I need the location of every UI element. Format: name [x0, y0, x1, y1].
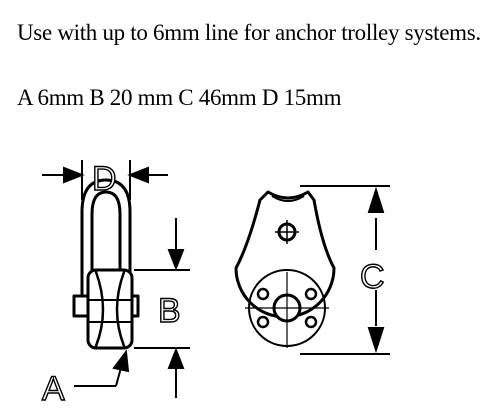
front-view [234, 190, 336, 348]
front-rivet-3 [256, 315, 270, 329]
side-sheave-rim [87, 299, 133, 323]
front-rivet-4 [304, 315, 318, 329]
dimension-d [42, 160, 168, 200]
label-c: C [360, 258, 385, 296]
front-plate-mouth [271, 195, 305, 202]
label-b: B [158, 292, 181, 330]
side-strap-inner [90, 190, 122, 312]
side-sheave-body [86, 268, 134, 350]
front-rivet-1 [256, 287, 270, 301]
usage-description: Use with up to 6mm line for anchor troll… [17, 20, 481, 45]
front-rivet-2 [304, 287, 318, 301]
side-strap-outer [80, 178, 132, 312]
label-d: D [92, 160, 117, 198]
front-plate-outline [234, 190, 336, 319]
pulley-block-diagram: D B A [41, 159, 390, 409]
side-sheave-groove [94, 270, 126, 348]
dimension-a [74, 349, 130, 387]
label-a: A [42, 370, 65, 408]
dimension-c [300, 185, 390, 355]
side-view [72, 178, 140, 350]
dimensions-summary: A 6mm B 20 mm C 46mm D 15mm [17, 85, 342, 110]
dimension-b [134, 218, 190, 398]
